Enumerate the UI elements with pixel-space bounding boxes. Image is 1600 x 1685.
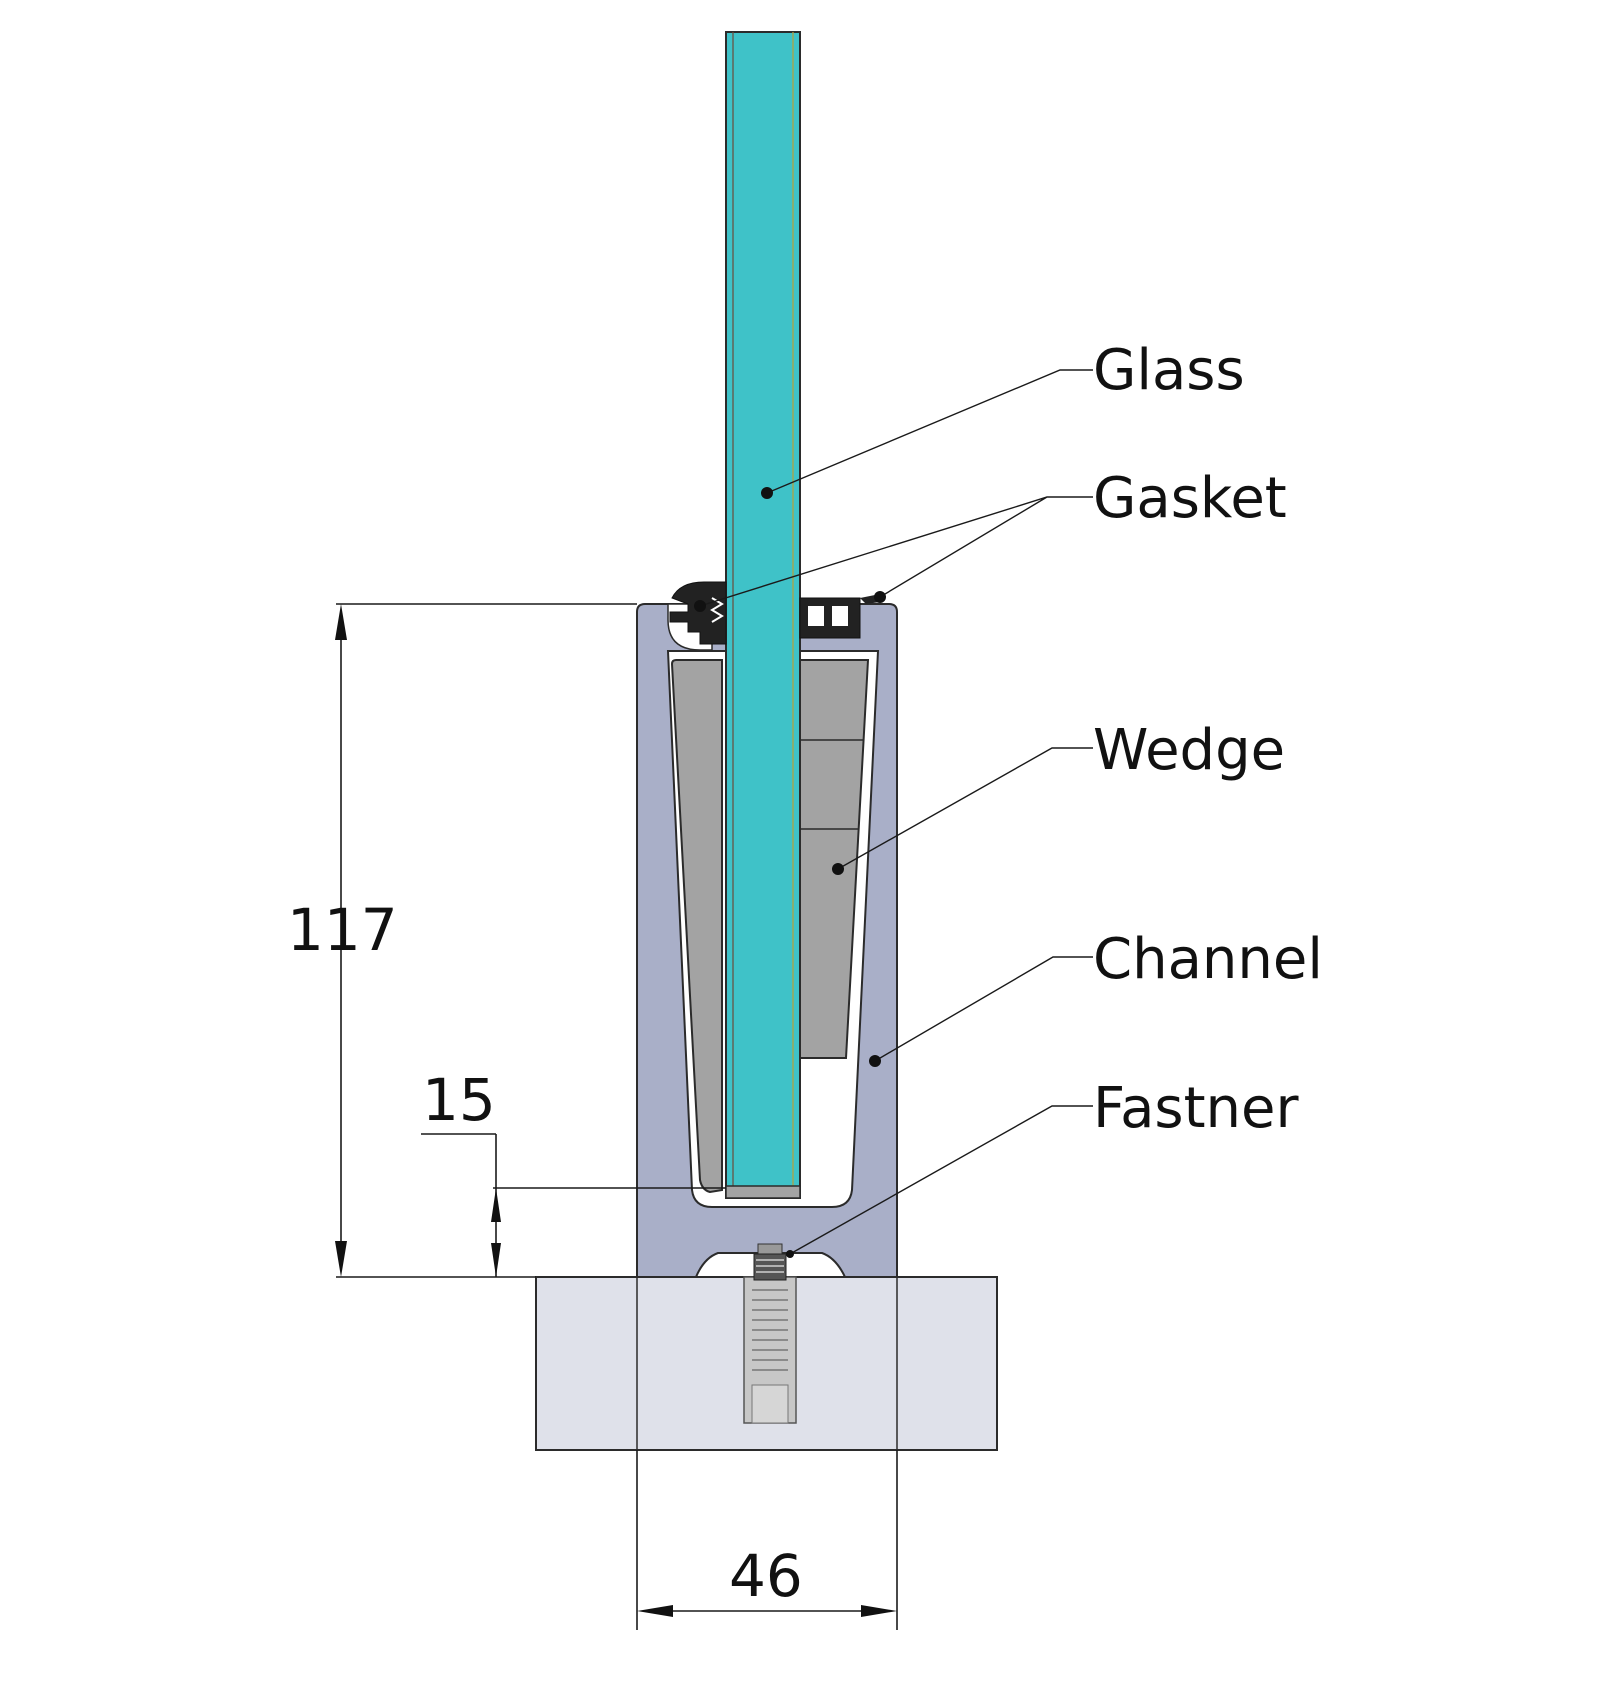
leader-fastener <box>789 1105 1093 1255</box>
leader-dot-channel <box>869 1055 881 1067</box>
arrow-width-right <box>861 1605 897 1617</box>
label-channel: Channel <box>1093 927 1323 992</box>
arrow-height-top <box>335 604 347 640</box>
fastener-shank-threads <box>756 1259 784 1273</box>
dimension-width-value: 46 <box>729 1542 803 1610</box>
dimension-height-value: 117 <box>287 896 398 964</box>
dimension-base-depth <box>421 1133 726 1277</box>
gasket-right-cell-1 <box>808 606 824 626</box>
wedge-right <box>799 659 870 1059</box>
leader-glass <box>766 369 1093 494</box>
label-wedge: Wedge <box>1093 718 1285 783</box>
dimension-height <box>335 603 637 1278</box>
gasket-left-fins <box>710 597 724 623</box>
label-fastener: Fastner <box>1093 1076 1299 1141</box>
glass-panel <box>725 31 801 1199</box>
label-glass: Glass <box>1093 338 1245 403</box>
fastener-shank-upper <box>753 1253 787 1281</box>
arrow-depth-bottom <box>491 1243 501 1277</box>
leader-channel <box>874 956 1093 1062</box>
leader-dot-gasket-left <box>694 600 706 612</box>
leader-dot-wedge <box>832 863 844 875</box>
fastener-shank-tip <box>751 1384 789 1424</box>
dimension-width <box>636 1450 898 1630</box>
fastener-head <box>757 1243 783 1255</box>
arrow-width-left <box>637 1605 673 1617</box>
gasket-right-cell-2 <box>832 606 848 626</box>
dimension-base-depth-value: 15 <box>422 1066 496 1134</box>
fastener-threads <box>752 1289 788 1371</box>
arrow-depth-top <box>491 1188 501 1222</box>
leader-dot-gasket-right <box>874 591 886 603</box>
leader-lines <box>694 369 1093 1258</box>
leader-wedge <box>837 747 1093 870</box>
leader-dot-glass <box>761 487 773 499</box>
label-gasket: Gasket <box>1093 466 1287 531</box>
gasket-left <box>669 581 727 645</box>
glass-setting-block <box>725 1185 801 1199</box>
arrow-height-bottom <box>335 1241 347 1277</box>
leader-gasket <box>699 496 1093 607</box>
wedge-left <box>670 659 723 1194</box>
leader-dot-fastener <box>786 1250 794 1258</box>
